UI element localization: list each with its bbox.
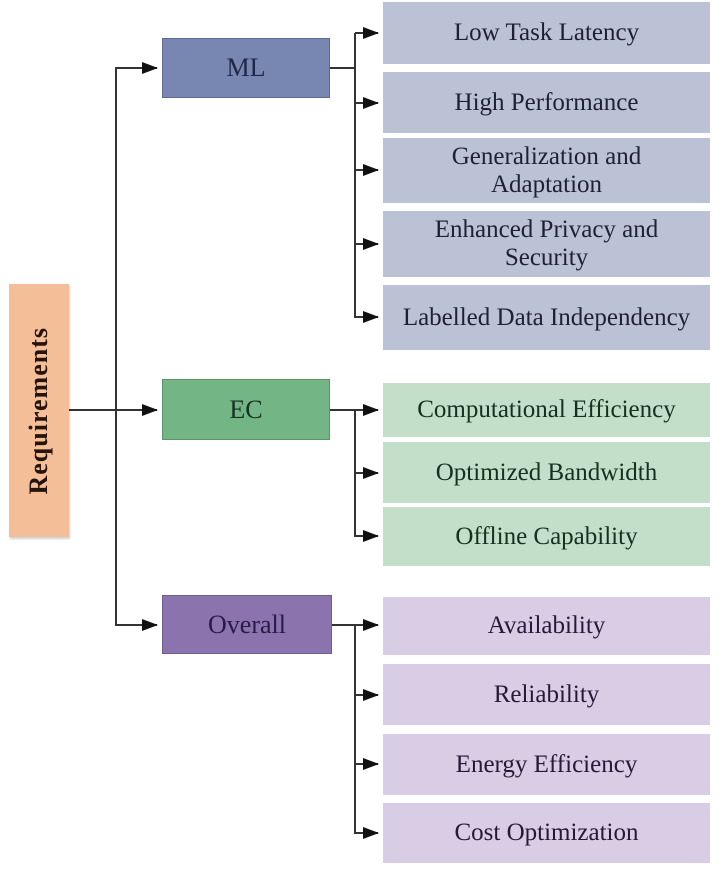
node-ec: EC: [162, 379, 330, 440]
node-offline-capability: Offline Capability: [383, 507, 710, 566]
node-requirements-label: Requirements: [24, 326, 54, 495]
node-optimized-bandwidth: Optimized Bandwidth: [383, 442, 710, 503]
node-high-performance: High Performance: [383, 72, 710, 133]
node-enhanced-privacy-security: Enhanced Privacy and Security: [383, 211, 710, 277]
node-requirements: Requirements: [9, 284, 69, 537]
node-cost-optimization: Cost Optimization: [383, 803, 710, 863]
node-labelled-data-independency: Labelled Data Independency: [383, 285, 710, 350]
node-reliability: Reliability: [383, 664, 710, 725]
node-low-task-latency: Low Task Latency: [383, 2, 710, 64]
node-availability: Availability: [383, 597, 710, 655]
node-overall: Overall: [162, 595, 332, 654]
node-generalization-adaptation: Generalization and Adaptation: [383, 138, 710, 203]
node-ml: ML: [162, 38, 330, 98]
node-energy-efficiency: Energy Efficiency: [383, 734, 710, 795]
node-computational-efficiency: Computational Efficiency: [383, 383, 710, 437]
